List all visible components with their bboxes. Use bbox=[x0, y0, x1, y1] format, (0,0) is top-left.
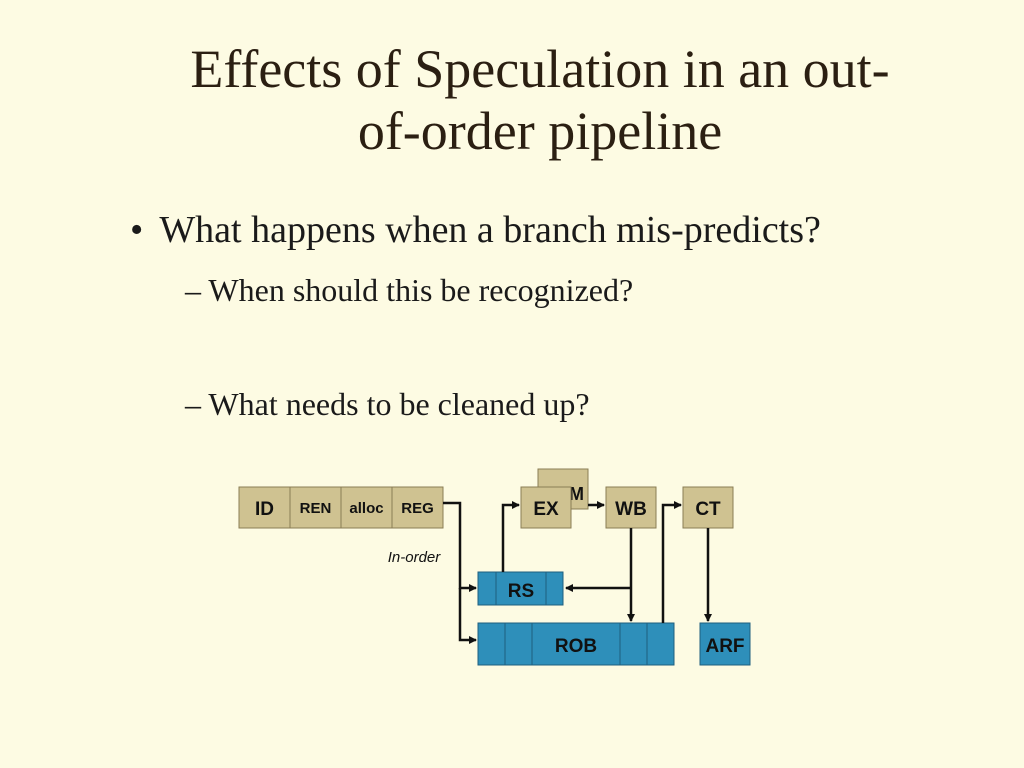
stage-reg-label: REG bbox=[401, 500, 434, 517]
stage-ren bbox=[289, 486, 342, 529]
arf-label: ARF bbox=[705, 636, 744, 657]
stage-ren-label: REN bbox=[300, 500, 332, 517]
sub-bullet-1-text: When should this be recognized? bbox=[208, 272, 634, 308]
reorder-buffer: ROB bbox=[477, 622, 675, 666]
slide-title: Effects of Speculation in an out- of-ord… bbox=[100, 38, 980, 162]
pipeline-wires bbox=[443, 501, 712, 644]
in-order-label: In-order bbox=[388, 549, 442, 566]
dash: – bbox=[185, 386, 209, 422]
stage-ct-label: CT bbox=[695, 499, 721, 520]
stage-ex-label: EX bbox=[533, 499, 559, 520]
title-line-2: of-order pipeline bbox=[357, 101, 723, 161]
stage-alloc bbox=[340, 486, 393, 529]
main-bullet-text: What happens when a branch mis-predicts? bbox=[159, 209, 821, 251]
reservation-station: RS bbox=[477, 571, 564, 606]
sub-bullet-2-text: What needs to be cleaned up? bbox=[208, 386, 590, 422]
bullet-dot: • bbox=[130, 209, 144, 251]
stage-reg bbox=[391, 486, 444, 529]
arrow-reg-to-rob bbox=[458, 588, 477, 644]
stage-wb-label: WB bbox=[615, 499, 647, 520]
main-bullet: • What happens when a branch mis-predicts… bbox=[130, 208, 821, 252]
title-line-1: Effects of Speculation in an out- bbox=[190, 39, 890, 99]
sub-bullet-1: – When should this be recognized? bbox=[185, 272, 633, 309]
stage-id bbox=[238, 486, 291, 529]
arf-box bbox=[699, 622, 751, 666]
rs-label: RS bbox=[508, 581, 534, 602]
arrow-reg-to-rs bbox=[443, 501, 477, 592]
stage-ex bbox=[520, 486, 572, 529]
sub-bullet-2: – What needs to be cleaned up? bbox=[185, 386, 590, 423]
rob-label: ROB bbox=[555, 636, 597, 657]
front-end-stages: ID REN alloc REG bbox=[238, 486, 444, 529]
dash: – bbox=[185, 272, 209, 308]
stage-alloc-label: alloc bbox=[349, 500, 383, 517]
stage-id-label: ID bbox=[255, 499, 274, 520]
arrow-rs-to-ex bbox=[501, 501, 520, 572]
stage-wb bbox=[605, 486, 657, 529]
arrow-rob-to-ct bbox=[661, 501, 682, 623]
